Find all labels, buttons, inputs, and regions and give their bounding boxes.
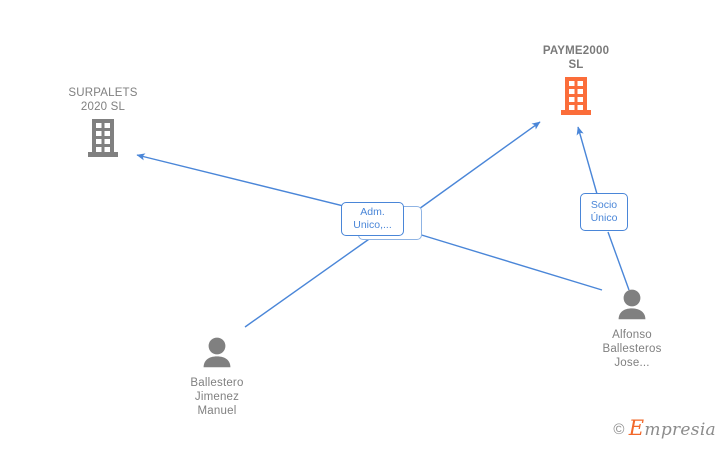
node-payme2000[interactable]: PAYME2000 SL <box>501 44 651 121</box>
node-ballestero-jimenez-manuel[interactable]: Ballestero Jimenez Manuel <box>142 336 292 418</box>
copyright-icon: © <box>613 421 625 438</box>
edge-label-to-payme2000 <box>411 121 541 215</box>
edge-alfonso-to-label <box>414 232 603 291</box>
node-alfonso-ballesteros-jose-label: Alfonso Ballesteros Jose... <box>602 329 662 369</box>
edge-alfonso-to-socio-label <box>607 231 630 291</box>
building-icon <box>560 76 592 121</box>
relation-label-adm-unico[interactable]: Adm. Unico,... <box>341 202 404 236</box>
building-icon <box>87 118 119 163</box>
brand-rest: mpresia <box>644 420 716 440</box>
edge-socio-label-to-payme2000 <box>576 126 598 195</box>
node-alfonso-ballesteros-jose[interactable]: Alfonso Ballesteros Jose... <box>557 288 707 370</box>
brand-initial: E <box>628 416 645 440</box>
empresia-watermark: © Empresia <box>613 416 716 441</box>
node-payme2000-label: PAYME2000 SL <box>542 45 610 71</box>
node-surpalets[interactable]: SURPALETS 2020 SL <box>28 86 178 163</box>
person-icon <box>615 288 649 325</box>
relation-label-socio-unico[interactable]: Socio Único <box>580 193 628 231</box>
person-icon <box>200 336 234 373</box>
brand-name: Empresia <box>628 416 716 441</box>
node-surpalets-label: SURPALETS 2020 SL <box>68 87 138 113</box>
relation-label-socio-unico-text: Socio Único <box>590 199 618 224</box>
edge-manuel-to-label <box>244 236 373 328</box>
node-ballestero-jimenez-manuel-label: Ballestero Jimenez Manuel <box>190 377 244 417</box>
relation-label-adm-unico-text: Adm. Unico,... <box>353 206 392 231</box>
